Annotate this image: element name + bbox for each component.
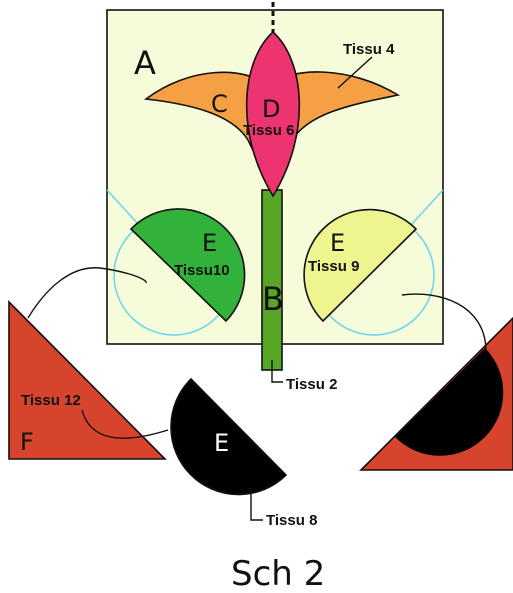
triangle-f-left (8, 300, 167, 460)
connector-tissu8 (250, 488, 263, 521)
label-e-left: E (202, 229, 217, 257)
half-disc-e-bottom (170, 377, 288, 496)
connector-tissu4 (337, 56, 373, 89)
tissu-10-label: Tissu10 (174, 262, 230, 279)
bud-d (245, 30, 301, 198)
leaf-e-left (129, 208, 246, 323)
connector-tissu12-to-disc (81, 409, 169, 439)
tissu-6-label: Tissu 6 (243, 122, 294, 139)
label-f: F (20, 428, 34, 456)
connector-left-leaf-to-triangle (27, 267, 147, 319)
tissu-8-label: Tissu 8 (266, 512, 317, 529)
half-disc-right (395, 348, 504, 456)
label-e-right: E (330, 229, 345, 257)
label-d: D (262, 95, 280, 123)
caption: Sch 2 (231, 554, 325, 593)
label-b: B (262, 280, 284, 318)
label-c: C (211, 90, 228, 118)
label-e-bottom: E (214, 429, 229, 457)
tissu-12-label: Tissu 12 (21, 392, 81, 409)
leaf-e-right (303, 208, 418, 323)
connector-right-leaf-to-disc (401, 293, 487, 351)
tissu-9-label: Tissu 9 (308, 258, 359, 275)
tissu-2-label: Tissu 2 (286, 376, 337, 393)
connector-tissu2 (271, 360, 283, 383)
tissu-4-label: Tissu 4 (343, 41, 395, 58)
label-a: A (134, 44, 156, 82)
connector-lines (27, 56, 487, 521)
